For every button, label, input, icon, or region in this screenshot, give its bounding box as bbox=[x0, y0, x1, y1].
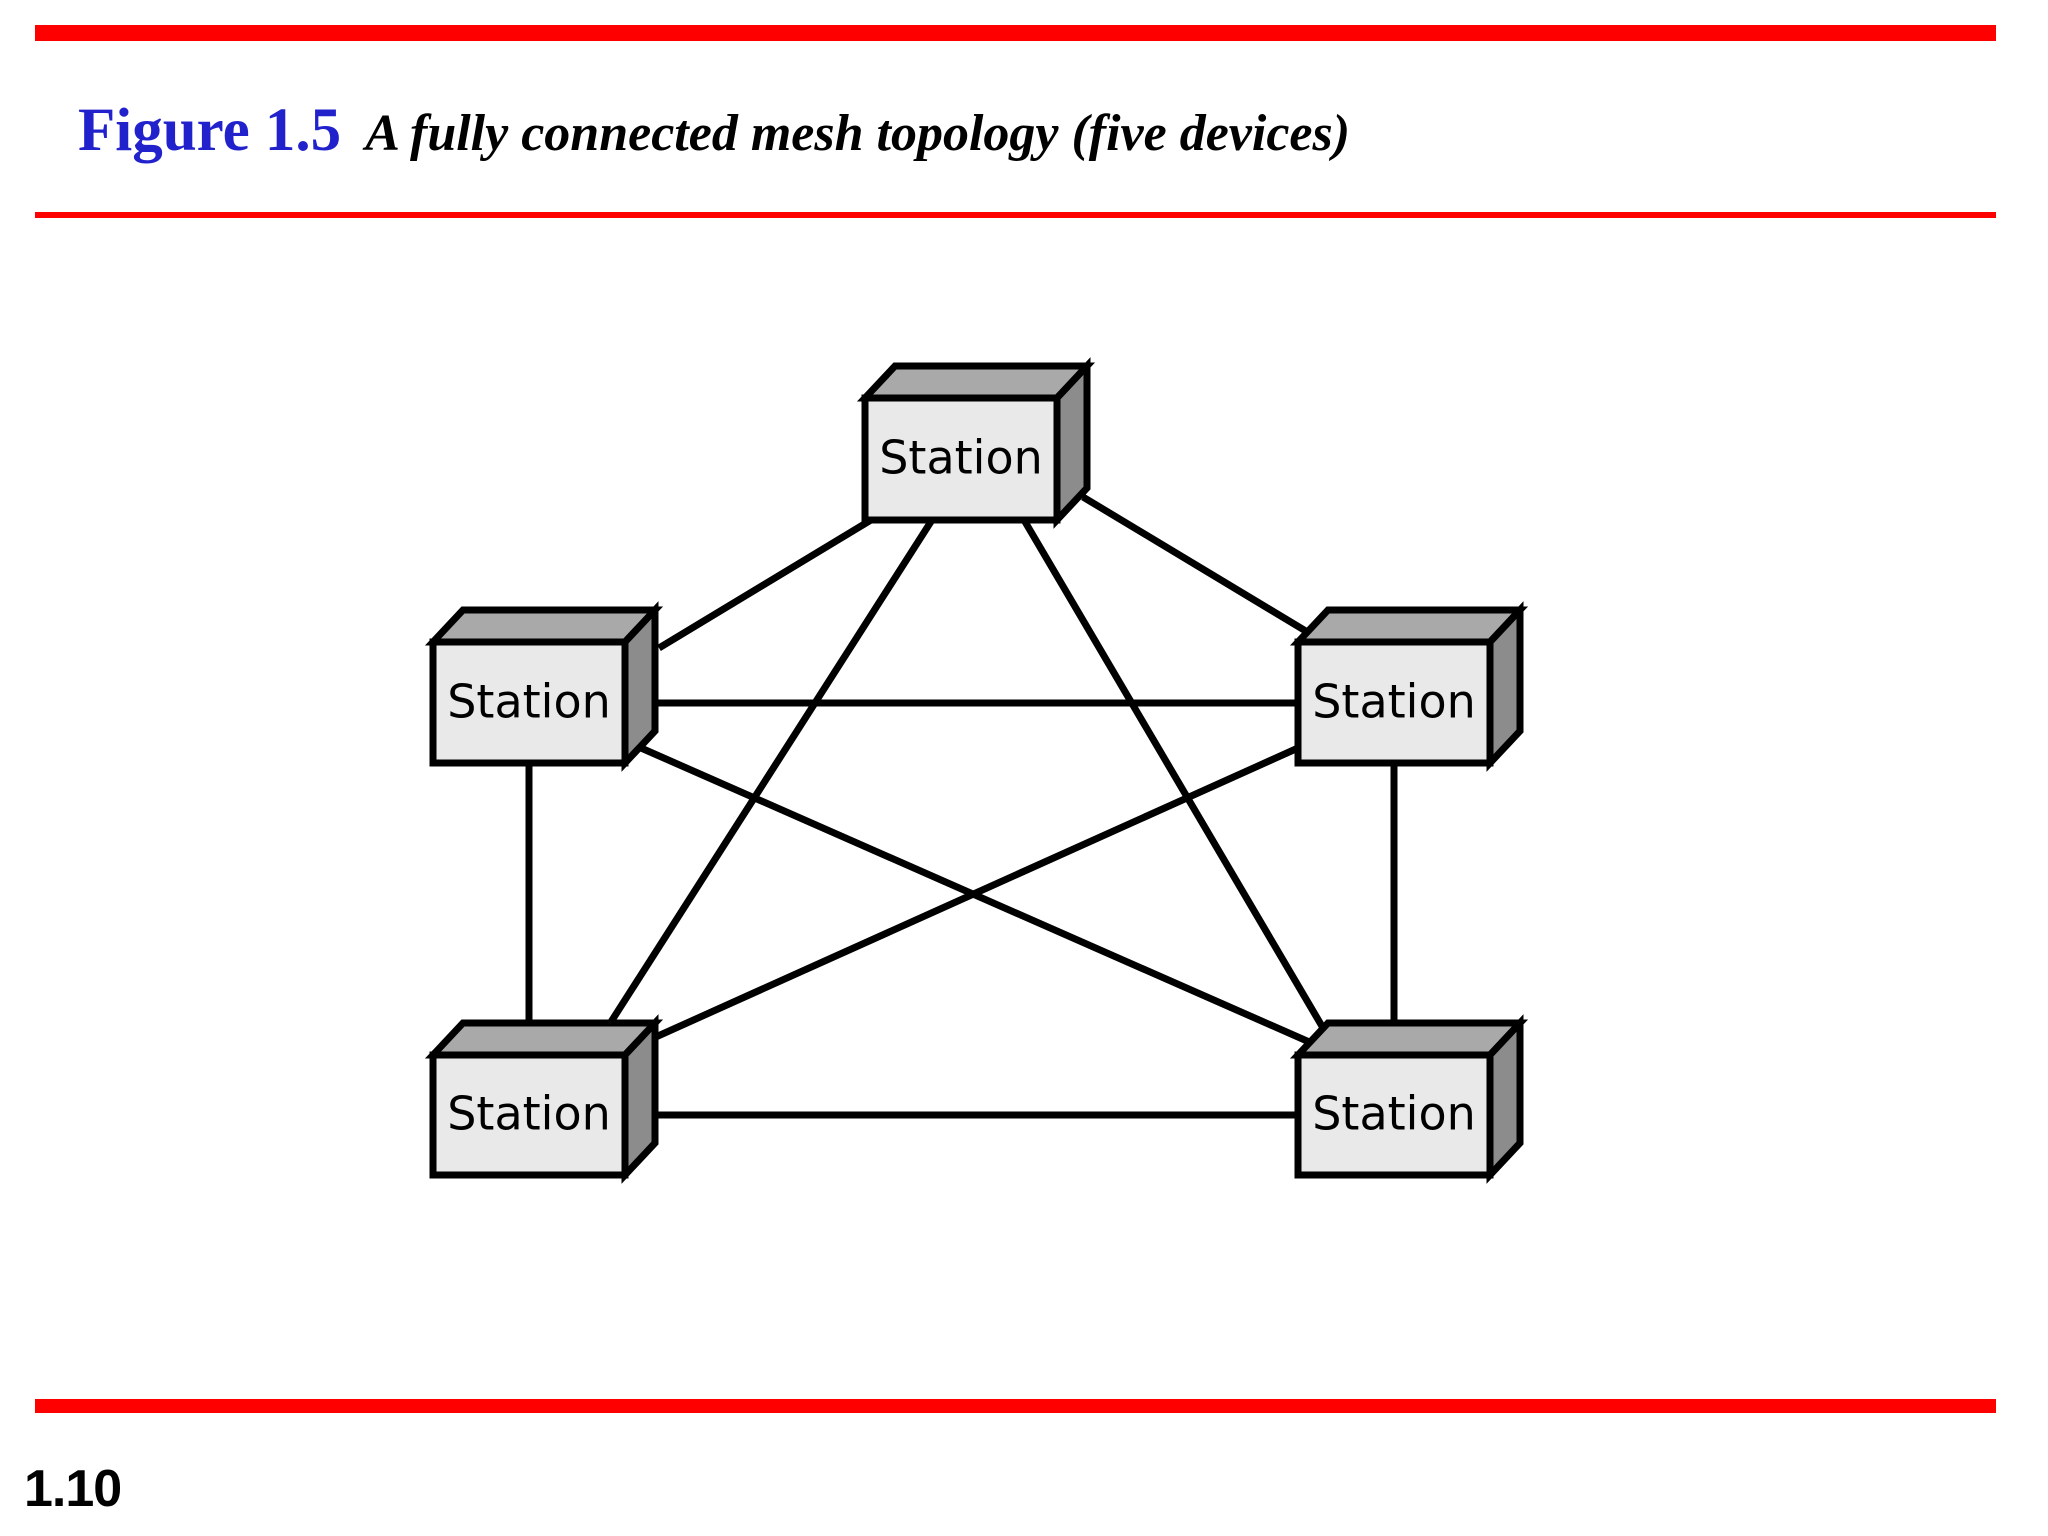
station-box-side-face bbox=[621, 601, 659, 772]
station-label: Station bbox=[1312, 1087, 1476, 1141]
node-station-bottom-left[interactable]: Station bbox=[424, 1014, 664, 1184]
node-station-top[interactable]: Station bbox=[856, 357, 1096, 529]
station-box-front-face bbox=[429, 638, 629, 767]
node-station-bottom-right[interactable]: Station bbox=[1289, 1014, 1529, 1184]
link-top-bottomright bbox=[1020, 518, 1340, 1052]
link-top-rightmiddle bbox=[1081, 494, 1326, 645]
station-box-front-face bbox=[1294, 638, 1494, 767]
station-box-front-face bbox=[429, 1051, 629, 1179]
station-box-side-face bbox=[621, 1014, 659, 1184]
title-underline-rule bbox=[35, 212, 1996, 218]
link-top-bottomleft bbox=[590, 518, 935, 1052]
bottom-accent-bar bbox=[35, 1399, 1996, 1413]
station-box-top-face bbox=[1289, 1019, 1529, 1059]
station-label: Station bbox=[447, 1087, 611, 1141]
link-top-leftmiddle bbox=[657, 517, 873, 651]
station-label: Station bbox=[447, 675, 611, 729]
page-title: Figure 1.5 A fully connected mesh topolog… bbox=[78, 96, 1350, 166]
node-station-right-middle[interactable]: Station bbox=[1289, 601, 1529, 772]
link-rightmiddle-bottomleft bbox=[636, 744, 1300, 1049]
link-leftmiddle-bottomright bbox=[639, 744, 1334, 1056]
figure-caption: A fully connected mesh topology (five de… bbox=[365, 105, 1351, 162]
station-box-side-face bbox=[1486, 601, 1524, 772]
station-label: Station bbox=[879, 431, 1043, 485]
station-box-top-face bbox=[424, 1019, 664, 1059]
station-box-top-face bbox=[1289, 606, 1529, 646]
station-label: Station bbox=[1312, 675, 1476, 729]
station-box-side-face bbox=[1486, 1014, 1524, 1184]
station-box-front-face bbox=[861, 394, 1061, 524]
station-box-top-face bbox=[856, 362, 1096, 402]
page-number: 1.10 bbox=[24, 1460, 122, 1518]
top-accent-bar bbox=[35, 25, 1996, 41]
node-station-left-middle[interactable]: Station bbox=[424, 601, 664, 772]
station-box-side-face bbox=[1053, 357, 1091, 529]
link-layer bbox=[525, 494, 1398, 1119]
figure-label: Figure 1.5 bbox=[78, 97, 342, 164]
station-box-top-face bbox=[424, 606, 664, 646]
station-box-front-face bbox=[1294, 1051, 1494, 1179]
